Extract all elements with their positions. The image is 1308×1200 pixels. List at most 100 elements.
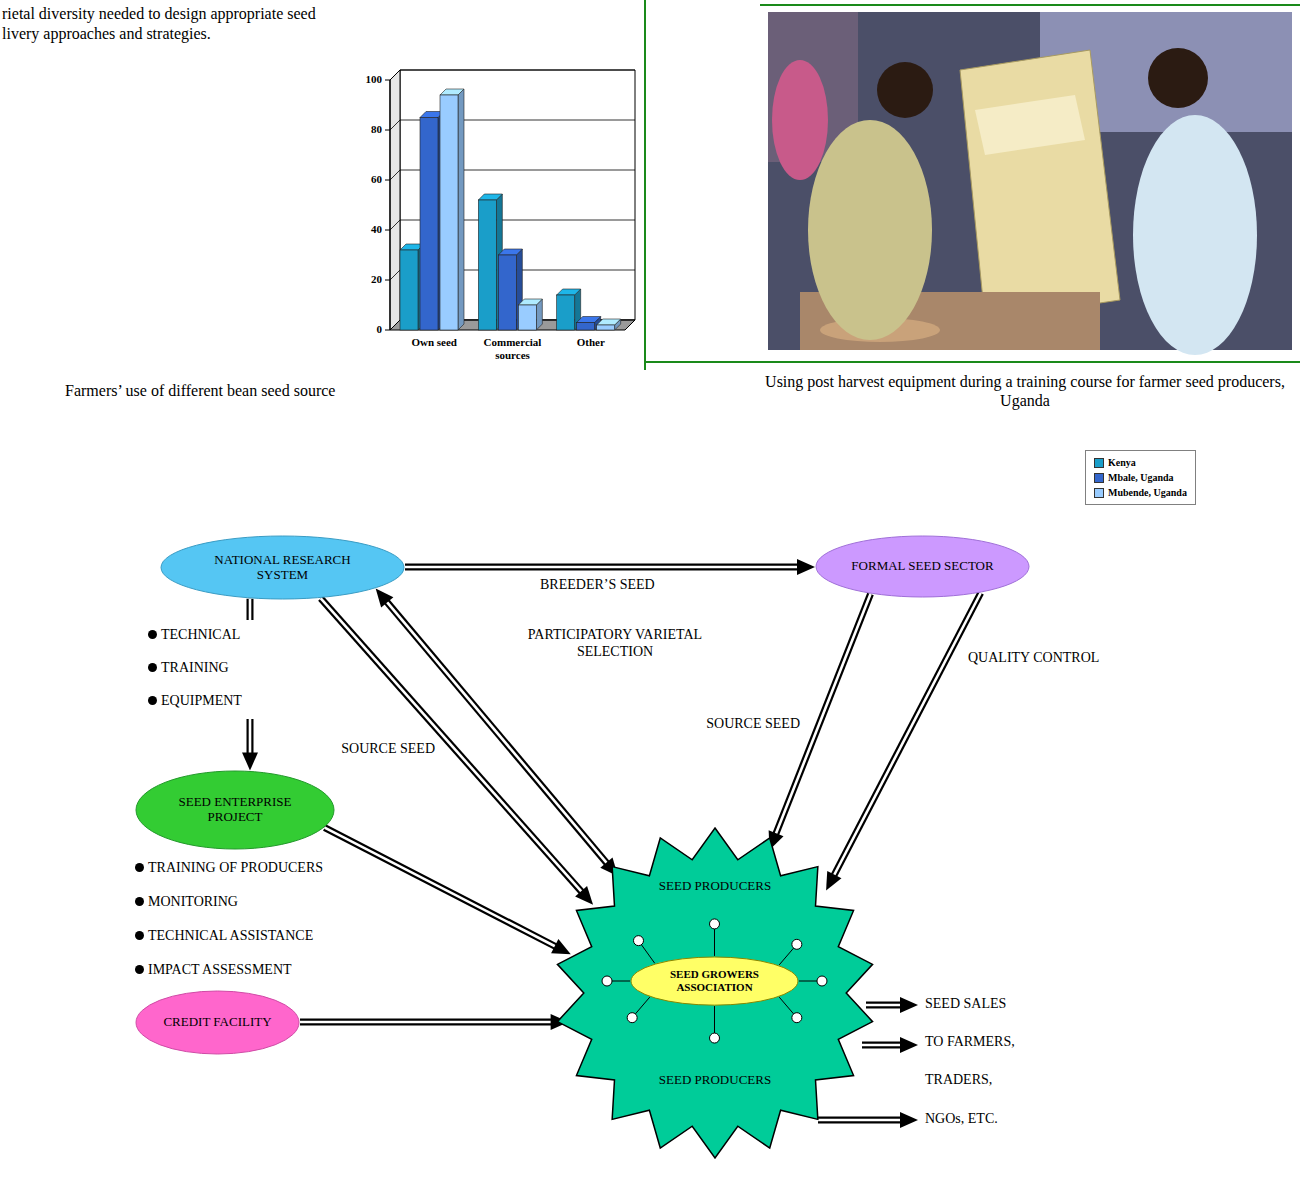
edge-label: BREEDER’S SEED — [540, 577, 655, 592]
star-shape — [557, 828, 872, 1158]
spoke — [779, 997, 793, 1014]
axis-tick: 0 — [377, 323, 383, 335]
photo-frame — [645, 0, 1300, 370]
node-label: FORMAL SEED SECTOR — [851, 559, 993, 574]
axis-tick: 20 — [371, 273, 382, 285]
node-label: SEED GROWERS ASSOCIATION — [662, 968, 767, 993]
bar — [597, 325, 615, 330]
bar — [577, 323, 595, 331]
spoke — [799, 981, 817, 982]
node-label: NATIONAL RESEARCH SYSTEM — [200, 553, 365, 583]
producers-star: SEED PRODUCERSSEED PRODUCERSSEED GROWERS… — [553, 826, 877, 1160]
axis-category-box: Other — [551, 336, 631, 349]
bullet — [148, 696, 157, 705]
connector-line — [300, 1019, 554, 1026]
tick-mark — [385, 280, 390, 281]
photo-machine-top — [975, 95, 1085, 155]
edge-label: PARTICIPATORY VARIETAL SELECTION — [528, 627, 702, 659]
bar-top — [577, 317, 601, 323]
arrowhead — [900, 1112, 918, 1128]
axis-tick-box: 0 — [338, 323, 382, 336]
bullet — [135, 931, 144, 940]
node-text-box: CREDIT FACILITY — [163, 1015, 271, 1030]
node-text-box: SEED ENTERPRISE PROJECT — [163, 795, 308, 825]
bullet-item-box: TRAINING OF PRODUCERS — [135, 860, 323, 877]
arrowhead — [575, 886, 593, 905]
photo-person — [808, 120, 932, 340]
bar-top — [518, 299, 542, 305]
bullet — [148, 630, 157, 639]
connector — [405, 559, 815, 575]
connector-line-core — [818, 1119, 903, 1122]
member-dot — [792, 1013, 802, 1023]
connector-line-core — [833, 593, 981, 877]
legend-text: Kenya — [1108, 455, 1136, 470]
connector — [300, 1014, 569, 1030]
bar — [518, 305, 536, 330]
connector-line — [818, 1117, 903, 1124]
edge-label-box: SOURCE SEED — [670, 716, 800, 733]
output-text: TO FARMERS, — [925, 1034, 1015, 1049]
arrowhead — [797, 559, 815, 575]
edge-label: QUALITY CONTROL — [968, 650, 1099, 665]
bullet-item: EQUIPMENT — [161, 693, 242, 708]
connector — [325, 828, 571, 955]
arrowhead — [242, 752, 258, 770]
connector-line-core — [405, 566, 800, 569]
bar — [440, 95, 458, 330]
node-text-box: SEED PRODUCERS — [553, 879, 877, 894]
bar-top — [597, 319, 621, 325]
connector-line — [405, 564, 800, 571]
bar — [498, 255, 516, 330]
output-text: TRADERS, — [925, 1072, 992, 1087]
photo-person — [1133, 115, 1257, 355]
member-dot — [602, 976, 612, 986]
edge-label-box: SOURCE SEED — [295, 741, 435, 758]
axis-category: Other — [577, 336, 605, 348]
bar-side — [458, 89, 464, 330]
output-text-box: TO FARMERS, — [925, 1034, 1015, 1051]
bar-top — [557, 289, 581, 295]
output-text: NGOs, ETC. — [925, 1111, 998, 1126]
body-text: rietal diversity needed to design approp… — [2, 5, 316, 22]
bullet-item-box: IMPACT ASSESSMENT — [135, 962, 292, 979]
arrowhead — [826, 871, 841, 891]
spoke — [635, 997, 649, 1014]
frame-line — [645, 361, 1300, 363]
association-ellipse: SEED GROWERS ASSOCIATION — [630, 956, 799, 1006]
chart-legend: KenyaMbale, UgandaMubende, Uganda — [1085, 450, 1196, 505]
legend-swatch — [1094, 488, 1104, 498]
connector-line — [325, 828, 558, 948]
body-text-box: rietal diversity needed to design approp… — [2, 4, 316, 23]
axis-tick-box: 100 — [338, 73, 382, 86]
member-dot — [817, 976, 827, 986]
axis-category-box: Commercial sources — [473, 336, 553, 362]
bullet — [135, 863, 144, 872]
axis-category: Commercial sources — [484, 336, 542, 361]
bullet-item: TECHNICAL — [161, 627, 240, 642]
photo-machine — [960, 50, 1120, 320]
y-axis — [389, 80, 390, 330]
body-text-box: livery approaches and strategies. — [2, 24, 211, 43]
bar — [420, 118, 438, 331]
output-text-box: SEED SALES — [925, 996, 1006, 1013]
bullet-item-box: TECHNICAL — [146, 620, 276, 653]
legend-item: Mubende, Uganda — [1094, 485, 1187, 500]
bar-top — [440, 89, 464, 95]
node-label: SEED ENTERPRISE PROJECT — [163, 795, 308, 825]
edge-label: SOURCE SEED — [706, 716, 800, 731]
bullet-item-box: EQUIPMENT — [146, 686, 276, 719]
axis-tick-box: 20 — [338, 273, 382, 286]
photo-person-head — [1148, 48, 1208, 108]
legend-swatch — [1094, 458, 1104, 468]
legend-text: Mbale, Uganda — [1108, 470, 1174, 485]
ellipse-shape — [161, 536, 404, 599]
bullet-item-box: MONITORING — [135, 894, 238, 911]
node-text-box: FORMAL SEED SECTOR — [851, 559, 993, 574]
arrowhead — [900, 997, 918, 1013]
member-dot — [627, 1013, 637, 1023]
connector-line-core — [866, 1004, 903, 1007]
node-text-box: NATIONAL RESEARCH SYSTEM — [200, 553, 365, 583]
output-arrow — [866, 997, 918, 1013]
arrowhead — [376, 589, 394, 608]
